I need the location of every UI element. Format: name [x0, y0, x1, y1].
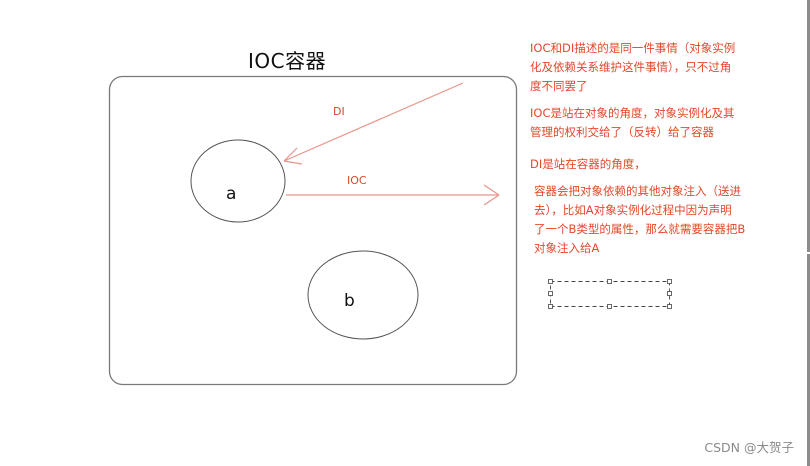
note-line: 化及依赖关系维护这件事情），只不过角 — [530, 60, 732, 74]
note-line: 去），比如A对象实例化过程中因为声明 — [534, 203, 732, 217]
right-edge-scrollbar[interactable] — [807, 0, 810, 466]
note-ioc-di-same-thing: IOC和DI描述的是同一件事情（对象实例 化及依赖关系维护这件事情），只不过角 … — [530, 39, 735, 96]
diagram-title: IOC容器 — [248, 49, 327, 73]
note-line: 了一个B类型的属性，那么就需要容器把B — [534, 222, 746, 236]
note-line: 管理的权利交给了（反转）给了容器 — [530, 125, 714, 139]
note-line: 度不同罢了 — [530, 79, 588, 93]
note-line: IOC和DI描述的是同一件事情（对象实例 — [530, 41, 736, 55]
resize-handle — [667, 279, 672, 284]
note-line: 对象注入给A — [534, 241, 600, 255]
resize-handle — [607, 279, 612, 284]
resize-handle — [548, 279, 553, 284]
note-di-perspective: DI是站在容器的角度， — [530, 155, 646, 174]
resize-handle — [548, 304, 553, 309]
note-line: 容器会把对象依赖的其他对象注入（送进 — [534, 184, 741, 198]
ioc-container-box — [108, 75, 518, 386]
di-edge-label: DI — [333, 105, 345, 118]
resize-handle — [548, 291, 553, 296]
node-a-label: a — [226, 184, 237, 204]
selection-box[interactable] — [548, 279, 672, 309]
ioc-edge-label: IOC — [347, 174, 367, 187]
resize-handle — [667, 291, 672, 296]
ioc-arrow — [286, 184, 500, 206]
scrollbar-notch — [806, 252, 810, 254]
note-line: IOC是站在对象的角度，对象实例化及其 — [530, 106, 735, 120]
note-line: DI是站在容器的角度， — [530, 157, 646, 171]
note-ioc-perspective: IOC是站在对象的角度，对象实例化及其 管理的权利交给了（反转）给了容器 — [530, 104, 734, 142]
note-di-detail: 容器会把对象依赖的其他对象注入（送进 去），比如A对象实例化过程中因为声明 了一… — [534, 182, 745, 258]
watermark: CSDN @大贺子 — [704, 440, 794, 455]
node-b-circle — [307, 250, 419, 340]
resize-handle — [607, 304, 612, 309]
resize-handle — [667, 304, 672, 309]
di-arrow — [283, 82, 464, 165]
node-a-circle — [190, 139, 286, 223]
node-b-label: b — [344, 291, 355, 311]
